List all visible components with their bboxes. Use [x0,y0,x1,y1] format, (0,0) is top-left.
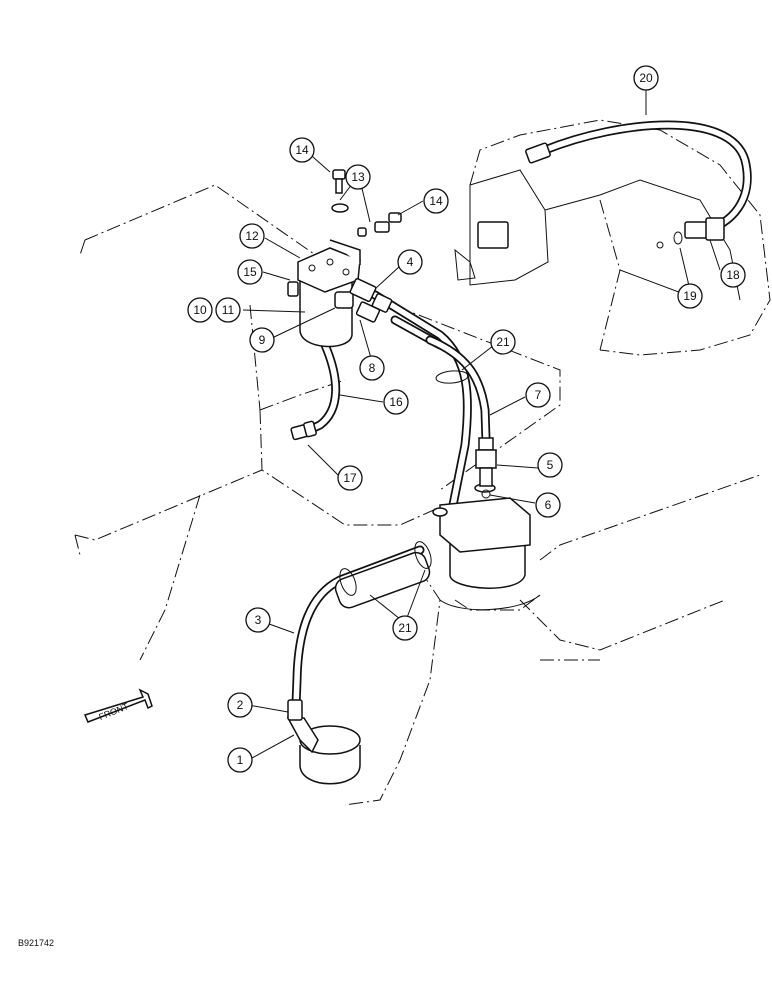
svg-text:15: 15 [243,265,257,279]
callout-19: 19 [677,283,703,309]
fitting-18 [673,217,725,245]
svg-text:21: 21 [496,335,510,349]
callout-8: 8 [359,355,385,381]
callout-14a: 14 [289,137,315,163]
svg-text:16: 16 [389,395,403,409]
callouts: 1 2 3 4 5 6 7 8 9 10 11 12 13 14 14 15 1… [187,65,746,773]
front-label: FRONT [97,701,130,722]
leader-lines [242,90,721,759]
front-arrow: FRONT [83,688,153,723]
svg-text:5: 5 [547,458,554,472]
hose-clamps [334,370,469,609]
svg-text:19: 19 [683,289,697,303]
svg-text:13: 13 [351,170,365,184]
filter-assembly [287,239,393,348]
callout-18: 18 [720,262,746,288]
fitting-17 [290,420,317,441]
svg-text:3: 3 [255,613,262,627]
svg-text:6: 6 [545,498,552,512]
callout-15: 15 [237,259,263,285]
callout-14b: 14 [423,188,449,214]
svg-text:1: 1 [237,753,244,767]
callout-11: 11 [215,297,241,323]
fitting-20-end [525,142,551,164]
callout-12: 12 [239,223,265,249]
svg-text:8: 8 [369,361,376,375]
svg-text:14: 14 [429,194,443,208]
svg-text:21: 21 [398,621,412,635]
hydraulic-pump [454,119,771,356]
callout-10: 10 [187,297,213,323]
svg-text:20: 20 [639,71,653,85]
callout-6: 6 [535,492,561,518]
svg-text:9: 9 [259,333,266,347]
callout-3: 3 [245,607,271,633]
svg-text:10: 10 [193,303,207,317]
callout-2: 2 [227,692,253,718]
hoses [291,120,752,710]
callout-17: 17 [337,465,363,491]
callout-9: 9 [249,327,275,353]
fitting-5 [475,437,497,499]
suction-port [286,699,361,785]
callout-13: 13 [345,164,371,190]
callout-20: 20 [633,65,659,91]
callout-21b: 21 [392,615,418,641]
callout-4: 4 [397,249,423,275]
drawing-code: B921742 [18,938,54,948]
svg-text:12: 12 [245,229,259,243]
svg-text:7: 7 [535,388,542,402]
callout-5: 5 [537,452,563,478]
svg-text:17: 17 [343,471,357,485]
callout-21a: 21 [490,329,516,355]
svg-text:11: 11 [222,303,235,317]
callout-1: 1 [227,747,253,773]
svg-text:18: 18 [726,268,740,282]
svg-text:2: 2 [237,698,244,712]
svg-text:14: 14 [295,143,309,157]
mount-hardware [331,169,402,237]
chassis-outline [74,184,761,806]
svg-text:4: 4 [407,255,414,269]
reservoir [432,483,541,611]
callout-16: 16 [383,389,409,415]
callout-7: 7 [525,382,551,408]
